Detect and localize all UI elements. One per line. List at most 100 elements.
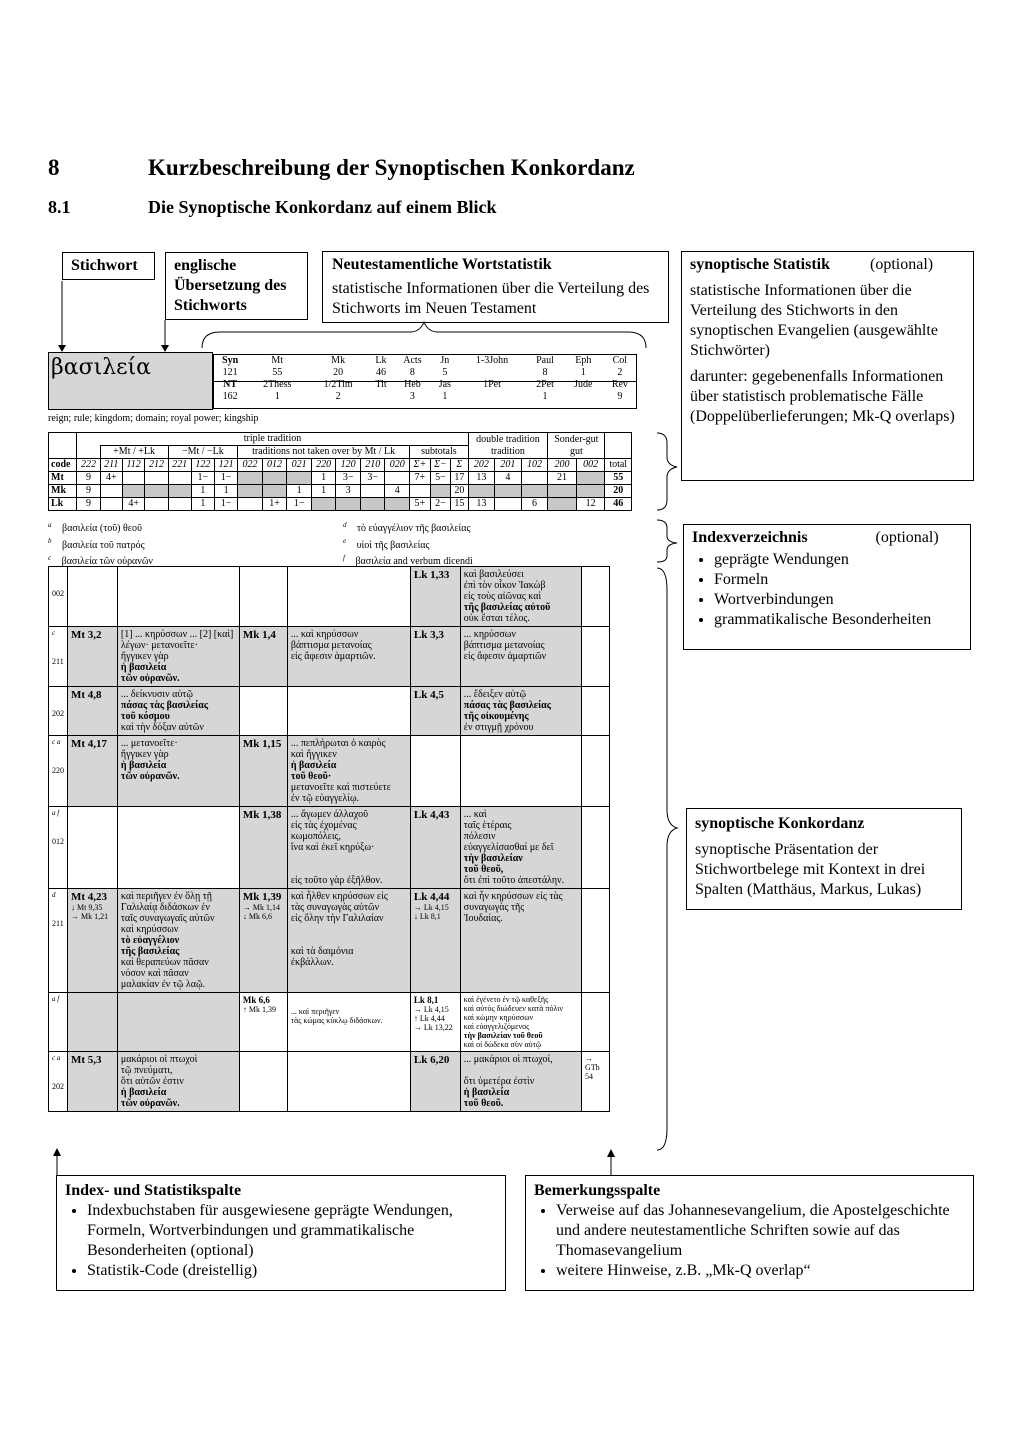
context-line: μετανοεῖτε καὶ πιστεύετε [290,782,391,793]
verse-ref[interactable]: Lk 8,1 [413,995,439,1005]
cross-ref[interactable]: → Lk 4,15 [413,903,449,912]
label-konkordanz: synoptische Konkordanz synoptische Präse… [686,808,962,910]
isp-item: Indexbuchstaben für ausgewiesene geprägt… [87,1201,497,1261]
verse-ref[interactable]: Lk 4,5 [413,689,444,701]
arrow-head-icon [161,345,169,352]
verse-ref[interactable]: Mt 4,17 [71,738,108,750]
headword: βασιλεία [51,355,152,380]
verse-ref[interactable]: Mk 1,15 [242,738,282,750]
context-line: βάπτισμα μετανοίας [463,640,545,651]
context-line: ... ἄγωμεν ἀλλαχοῦ [290,809,369,820]
context-line: καὶ περιῆγεν ἐν ὅλῃ τῇ [120,891,212,902]
context-line: ἐν στιγμῇ χρόνου [463,722,534,733]
context-line: ταῖς συναγωγαῖς αὐτῶν [120,913,215,924]
nt-head: NT [223,379,238,390]
keyword-line: ἡ βασιλεία [290,760,337,771]
arrow-head-icon [53,1148,61,1156]
cross-ref[interactable]: → Mk 1,21 [71,912,109,921]
arrow-head-icon [58,345,66,352]
ref-cell [238,686,288,736]
chapter-title: Kurzbeschreibung der Synoptischen Konkor… [148,155,635,180]
index-item: grammatikalische Besonderheiten [714,610,962,630]
cross-ref[interactable]: ↓ Mk 6,6 [242,912,273,921]
verse-ref[interactable]: Mk 1,39 [242,891,282,903]
ref-cell: Mk 1,39→ Mk 1,14↓ Mk 6,6 [238,888,288,993]
footnote-text: βασιλεία τοῦ πατρός [62,539,145,551]
cross-ref[interactable]: ↑ Mk 1,39 [242,1005,277,1014]
konkordanz-text: synoptische Präsentation der Stichwortbe… [695,841,926,898]
konkordanz-title: synoptische Konkordanz [695,815,865,832]
context-line: καὶ ἦν κηρύσσων εἰς τὰς [463,891,563,902]
footnote-text: βασιλεία τῶν οὐρανῶν [61,555,153,567]
cross-ref[interactable]: ↓ Mt 9,35 [71,903,103,912]
verse-ref[interactable]: Lk 1,33 [413,569,450,581]
nt-head: Lk [375,355,387,366]
context-line: ἐπὶ τὸν οἶκον Ἰακὼβ [463,580,546,591]
nt-head: Col [612,355,628,366]
stat-cell: 12 [575,497,606,511]
nt-row2-vals: 162 1 2 3 1 1 9 [213,391,637,403]
verse-ref[interactable]: Lk 4,43 [413,809,450,821]
cross-ref[interactable]: ↓ Lk 8,1 [413,912,441,921]
footnote-key: e [343,537,347,546]
cross-ref[interactable]: → Lk 4,15 [413,1005,449,1014]
label-englisch-text: englische Übersetzung des Stichworts [174,257,287,314]
stat-cell [99,497,123,511]
cross-ref[interactable]: ↑ Lk 4,44 [413,1014,445,1023]
mk-text [286,1051,411,1112]
stat-code: 211 [52,657,64,666]
english-gloss: reign; rule; kingdom; domain; royal powe… [48,413,259,424]
verse-ref[interactable]: Mt 4,23 [71,891,108,903]
stat-cell [359,497,386,511]
ref-cell [67,566,118,627]
keyword-line: τῆς βασιλείας [120,946,180,957]
nt-head: Paul [536,355,554,366]
cross-ref[interactable]: → Lk 13,22 [413,1023,453,1032]
verse-ref[interactable]: Mk 6,6 [242,995,270,1005]
context-line: καὶ εὐαγγελιζόμενος [463,1022,530,1031]
nt-row2-heads: NT 2Thess 1/2Tim Tit Heb Jas 1Pet 2Pet J… [213,379,637,391]
context-line: ... καὶ [463,809,487,820]
nt-stat-text: statistische Informationen über die Vert… [332,280,650,317]
nt-val: 1 [542,391,548,402]
stat-cell [261,484,288,498]
label-stichwort: Stichwort [62,252,155,280]
context-line: κωμοπόλεις, [290,831,342,842]
stat-cell [384,497,411,511]
stat-cell: 15 [450,497,469,511]
verse-ref[interactable]: Mk 1,38 [242,809,282,821]
context-line: ... πεπλήρωται ὁ καιρὸς [290,738,386,749]
verse-ref[interactable]: Lk 4,44 [413,891,450,903]
stat-cell [261,471,288,485]
verse-ref[interactable]: Mt 5,3 [71,1054,102,1066]
section-title: Die Synoptische Konkordanz auf einem Bli… [148,197,497,217]
verse-ref[interactable]: Lk 3,3 [413,629,444,641]
nt-head: 1Pet [483,379,501,390]
ref-cell: Lk 4,5 [409,686,461,736]
verse-ref[interactable]: Mt 3,2 [71,629,102,641]
cross-ref[interactable]: → Mk 1,14 [242,903,281,912]
group-sondergut-text: Sonder-gut [554,433,599,445]
verse-ref[interactable]: Mk 1,4 [242,629,276,641]
stat-cell [167,497,192,511]
lk-text: ... μακάριοι οἱ πτωχοί, ὅτι ὑμετέρα ἐστὶ… [459,1051,583,1112]
context-line: ὅτι ὑμετέρα ἐστὶν [463,1076,535,1087]
nt-val: 9 [617,391,623,402]
footnote-key: d [343,521,347,529]
stat-cell [429,484,452,498]
nt-val: 2 [335,391,341,402]
verse-ref[interactable]: Mt 4,8 [71,689,102,701]
verse-ref[interactable]: Lk 6,20 [413,1054,450,1066]
stat-cell: 1 [190,484,215,498]
